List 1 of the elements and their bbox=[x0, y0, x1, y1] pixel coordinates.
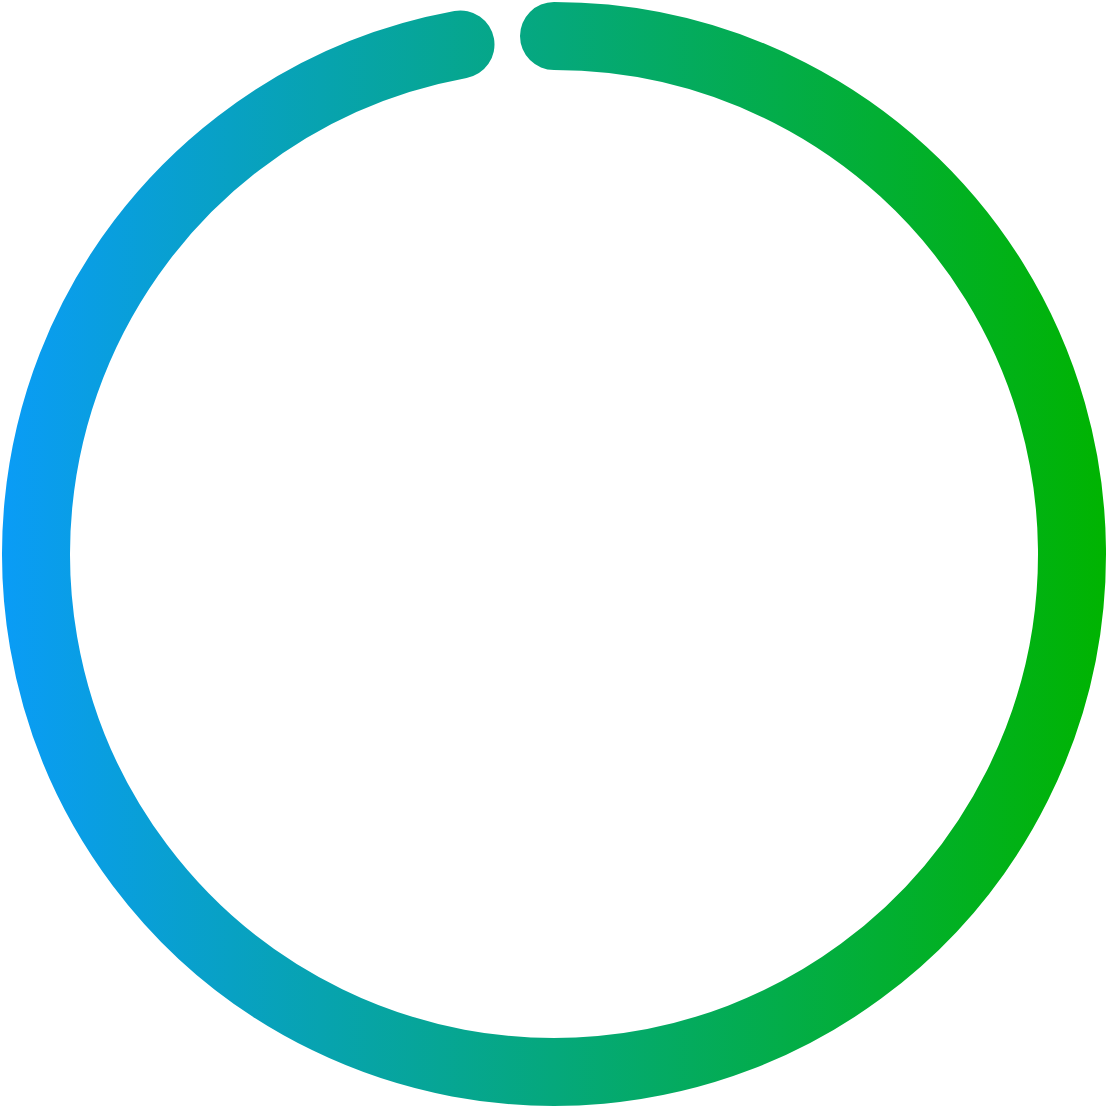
progress-ring bbox=[2, 2, 1106, 1106]
